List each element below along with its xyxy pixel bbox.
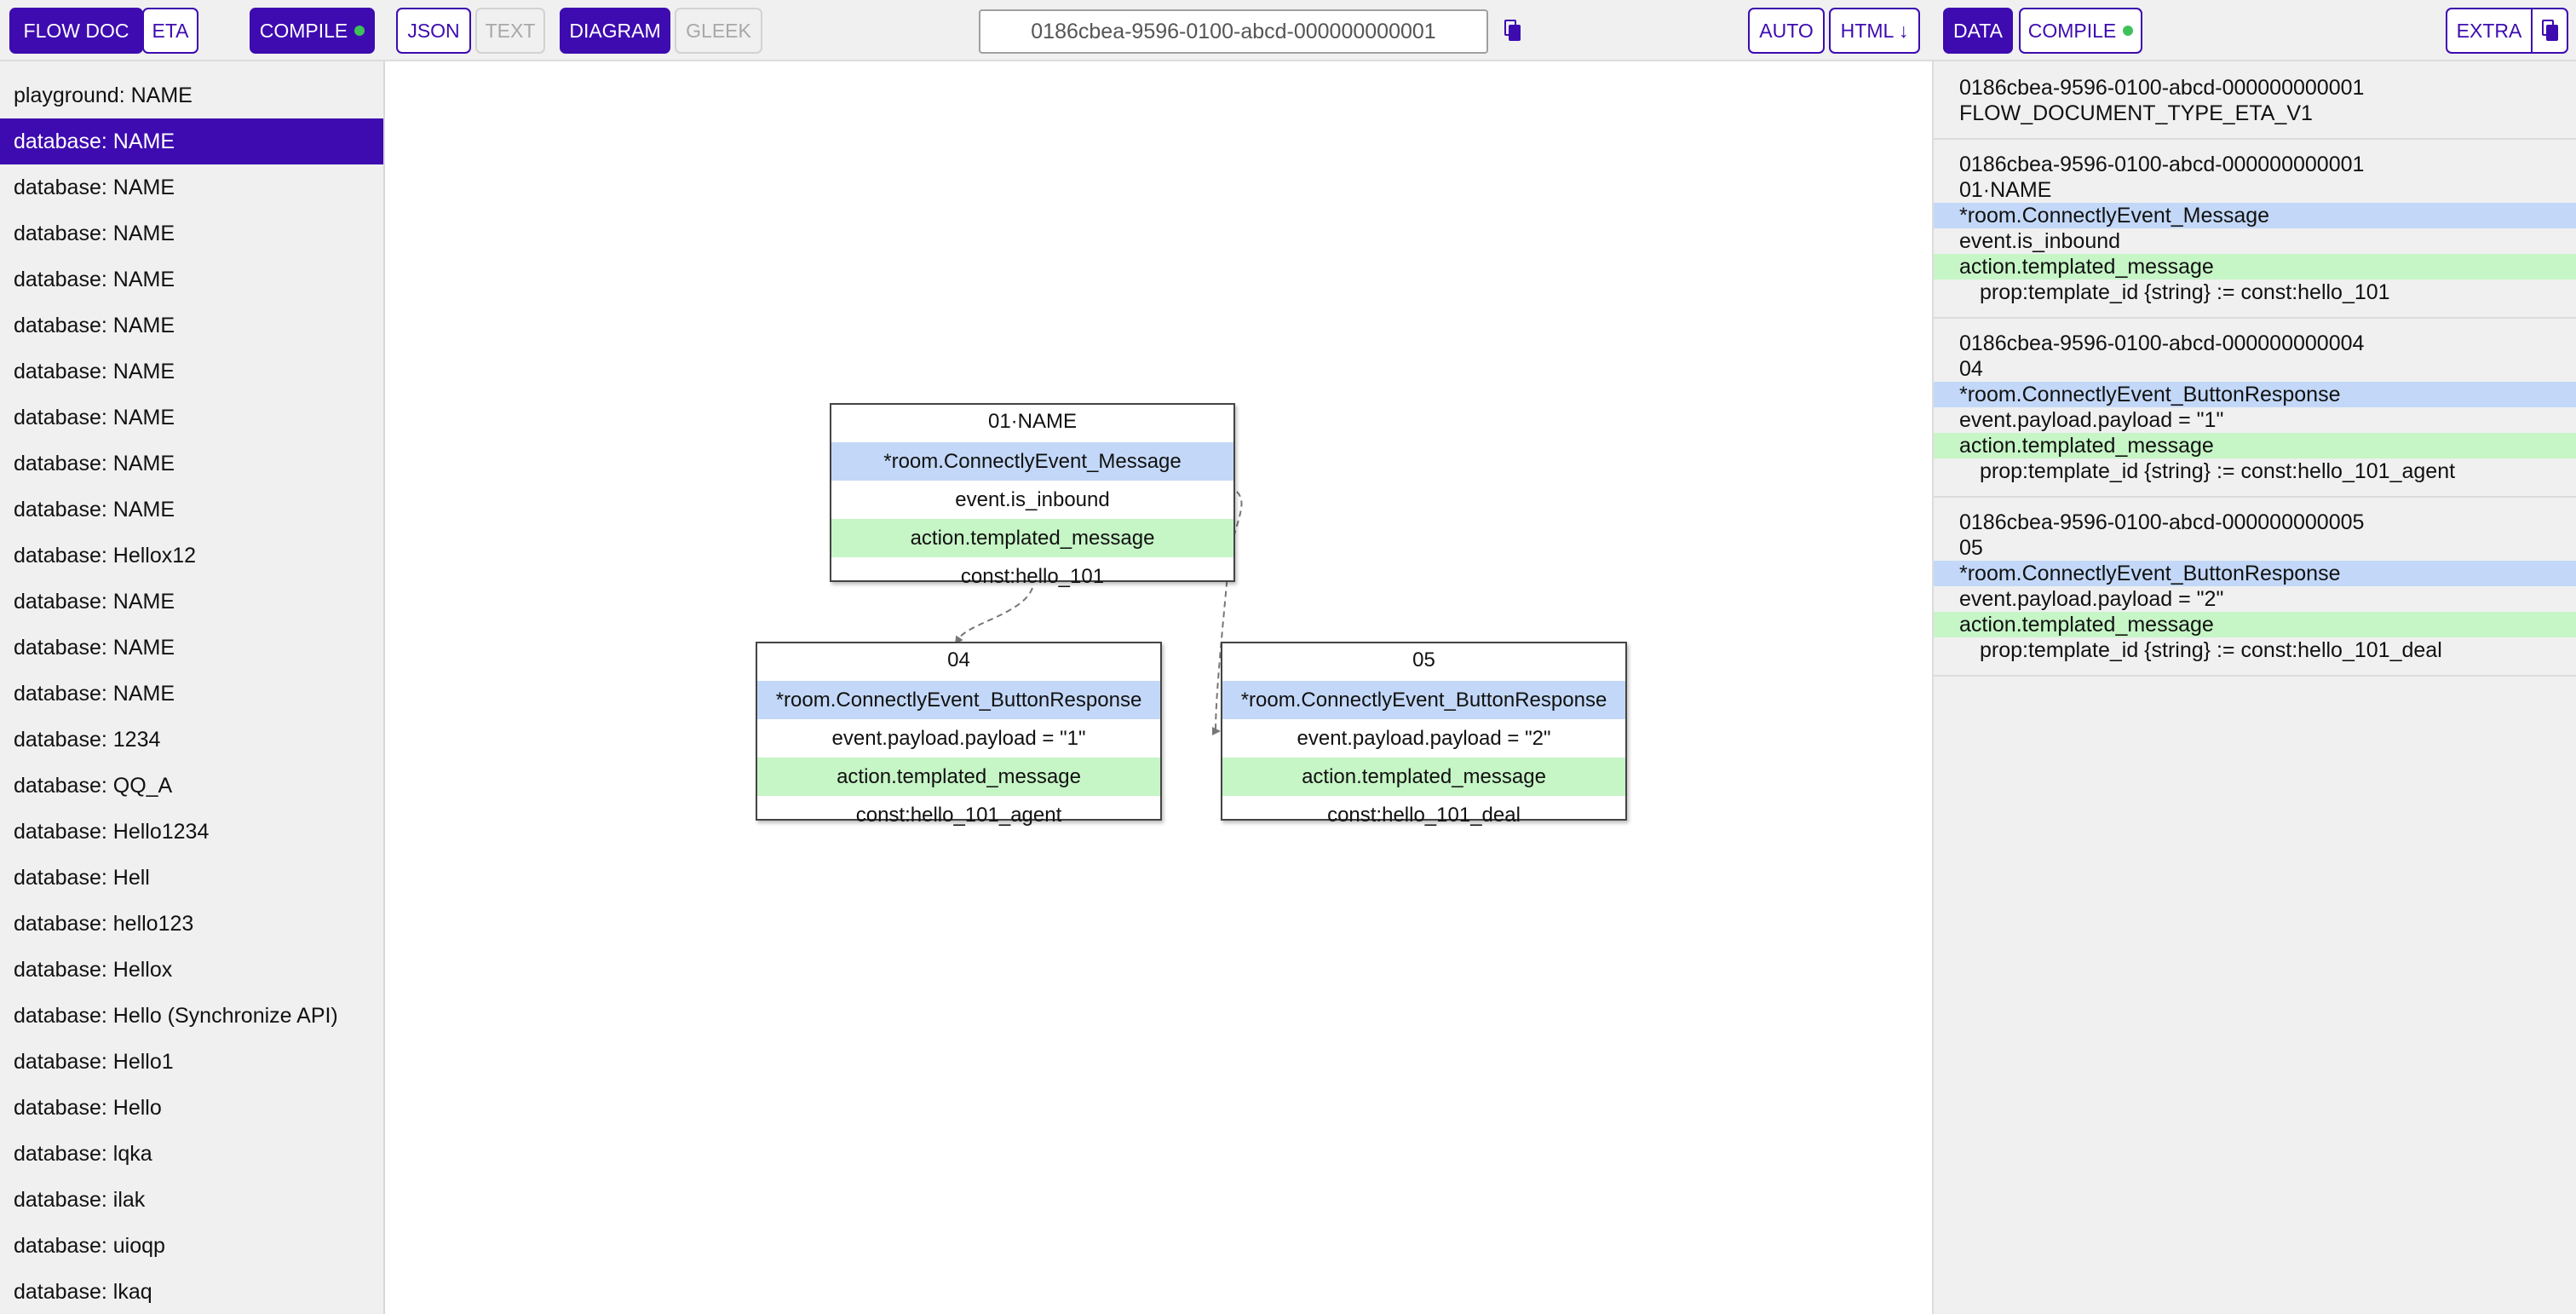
document-type: FLOW_DOCUMENT_TYPE_ETA_V1 (1959, 101, 2313, 125)
sidebar-flow-item[interactable]: database: NAME (14, 268, 175, 291)
flow-list-sidebar: playground: NAME database: NAME database: … (0, 61, 385, 1314)
sidebar-flow-item[interactable]: database: 1234 (14, 728, 161, 752)
node-section-01[interactable]: 0186cbea-9596-0100-abcd-000000000001 01·… (1934, 140, 2576, 319)
node-value: const:hello_101_agent (855, 804, 1062, 827)
node-name: 01·NAME (1959, 178, 2052, 202)
sidebar-flow-item[interactable]: database: NAME (14, 682, 175, 706)
sidebar-flow-item[interactable]: database: NAME (14, 452, 175, 475)
document-id: 0186cbea-9596-0100-abcd-000000000001 (1959, 76, 2365, 100)
node-title: 05 (1412, 648, 1435, 671)
extra-button[interactable]: EXTRA (2446, 8, 2533, 54)
sidebar-flow-item[interactable]: database: NAME (0, 118, 383, 164)
flow-list: playground: NAME database: NAME database: … (0, 72, 383, 1314)
compile-label: COMPILE (2027, 20, 2117, 42)
sidebar-flow-item[interactable]: database: NAME (14, 360, 175, 383)
sidebar-flow-item[interactable]: database: lqka (14, 1142, 152, 1166)
flow-node-04[interactable]: 04 *room.ConnectlyEvent_ButtonResponse e… (756, 642, 1162, 827)
node-title: 01·NAME (987, 410, 1078, 433)
edge-01-to-04 (954, 587, 1033, 645)
sidebar-flow-item[interactable]: database: NAME (14, 590, 175, 614)
node-prop: prop:template_id {string} := const:hello… (1980, 280, 2390, 304)
document-header-section: 0186cbea-9596-0100-abcd-000000000001 FLO… (1934, 61, 2576, 140)
compile-button-left[interactable]: COMPILE (250, 8, 375, 54)
node-name: 04 (1959, 357, 1983, 381)
diagram-tab[interactable]: DIAGRAM (560, 8, 670, 54)
node-action: action.templated_message (757, 758, 1160, 796)
status-dot-icon (354, 25, 365, 36)
sidebar-flow-item[interactable]: database: NAME (14, 222, 175, 245)
node-section-04[interactable]: 0186cbea-9596-0100-abcd-000000000004 04 … (1934, 319, 2576, 498)
sidebar-flow-item[interactable]: database: NAME (14, 636, 175, 660)
compile-button-right[interactable]: COMPILE (2019, 8, 2142, 54)
sidebar-flow-item[interactable]: database: lkaq (14, 1280, 152, 1304)
top-toolbar: FLOW DOC ETA COMPILE JSON TEXT DIAGRAM G… (0, 0, 2576, 61)
node-trigger: *room.ConnectlyEvent_ButtonResponse (1934, 382, 2576, 407)
data-panel: 0186cbea-9596-0100-abcd-000000000001 FLO… (1932, 61, 2576, 1314)
node-section-05[interactable]: 0186cbea-9596-0100-abcd-000000000005 05 … (1934, 498, 2576, 677)
node-trigger: *room.ConnectlyEvent_ButtonResponse (1934, 561, 2576, 586)
node-condition: event.payload.payload = "1" (1959, 408, 2224, 432)
node-action: action.templated_message (1222, 758, 1625, 796)
node-value: const:hello_101 (960, 565, 1105, 588)
node-name: 05 (1959, 536, 1983, 560)
data-tab[interactable]: DATA (1943, 8, 2013, 54)
flow-node-05[interactable]: 05 *room.ConnectlyEvent_ButtonResponse e… (1221, 642, 1627, 827)
sidebar-flow-item[interactable]: database: Hello (14, 1096, 162, 1120)
auto-button[interactable]: AUTO (1748, 8, 1825, 54)
node-trigger: *room.ConnectlyEvent_ButtonResponse (1222, 681, 1625, 719)
document-id-field[interactable] (979, 9, 1488, 54)
node-trigger: *room.ConnectlyEvent_Message (1934, 203, 2576, 228)
node-condition: event.payload.payload = "2" (1297, 727, 1551, 750)
node-condition: event.payload.payload = "2" (1959, 587, 2224, 611)
flow-doc-button[interactable]: FLOW DOC (9, 8, 143, 54)
node-prop: prop:template_id {string} := const:hello… (1980, 459, 2456, 483)
sidebar-flow-item[interactable]: database: Hello1234 (14, 820, 210, 844)
eta-button[interactable]: ETA (142, 8, 198, 54)
node-action: action.templated_message (1934, 433, 2576, 458)
node-id: 0186cbea-9596-0100-abcd-000000000001 (1959, 153, 2365, 176)
node-condition: event.is_inbound (1959, 229, 2121, 253)
sidebar-flow-item[interactable]: database: NAME (14, 176, 175, 199)
sidebar-flow-item[interactable]: database: Hello1 (14, 1050, 174, 1074)
sidebar-flow-item[interactable]: database: ilak (14, 1188, 146, 1212)
gleek-tab[interactable]: GLEEK (675, 8, 762, 54)
node-action: action.templated_message (1934, 612, 2576, 637)
sidebar-flow-item[interactable]: database: NAME (14, 498, 175, 522)
node-title: 04 (947, 648, 970, 671)
compile-label: COMPILE (259, 20, 348, 42)
sidebar-flow-item[interactable]: database: NAME (14, 314, 175, 337)
node-action: action.templated_message (1934, 254, 2576, 280)
copy-icon[interactable] (1504, 20, 1521, 42)
sidebar-flow-item[interactable]: database: QQ_A (14, 774, 173, 798)
node-id: 0186cbea-9596-0100-abcd-000000000004 (1959, 331, 2365, 355)
status-dot-icon (2123, 25, 2134, 36)
extra-copy-button[interactable] (2531, 8, 2568, 54)
sidebar-flow-item[interactable]: database: uioqp (14, 1234, 165, 1258)
node-trigger: *room.ConnectlyEvent_Message (831, 442, 1233, 481)
sidebar-flow-item[interactable]: database: Hello (Synchronize API) (14, 1004, 338, 1028)
json-tab[interactable]: JSON (396, 8, 471, 54)
copy-icon (2542, 20, 2559, 42)
flow-node-01[interactable]: 01·NAME *room.ConnectlyEvent_Message eve… (830, 403, 1235, 588)
node-id: 0186cbea-9596-0100-abcd-000000000005 (1959, 510, 2365, 534)
node-prop: prop:template_id {string} := const:hello… (1980, 638, 2442, 662)
sidebar-flow-item[interactable]: database: Hell (14, 866, 150, 890)
node-condition: event.payload.payload = "1" (831, 727, 1086, 750)
sidebar-flow-item[interactable]: playground: NAME (14, 84, 193, 107)
sidebar-flow-item[interactable]: database: NAME (14, 406, 175, 429)
node-condition: event.is_inbound (955, 488, 1110, 511)
diagram-canvas[interactable]: 01·NAME *room.ConnectlyEvent_Message eve… (385, 61, 1930, 1314)
sidebar-flow-item[interactable]: database: Hellox12 (14, 544, 197, 568)
html-download-button[interactable]: HTML ↓ (1829, 8, 1920, 54)
node-action: action.templated_message (831, 519, 1233, 557)
sidebar-flow-item[interactable]: database: hello123 (14, 912, 194, 936)
sidebar-flow-item[interactable]: database: Hellox (14, 958, 173, 982)
text-tab[interactable]: TEXT (475, 8, 545, 54)
node-trigger: *room.ConnectlyEvent_ButtonResponse (757, 681, 1160, 719)
node-value: const:hello_101_deal (1327, 804, 1521, 827)
